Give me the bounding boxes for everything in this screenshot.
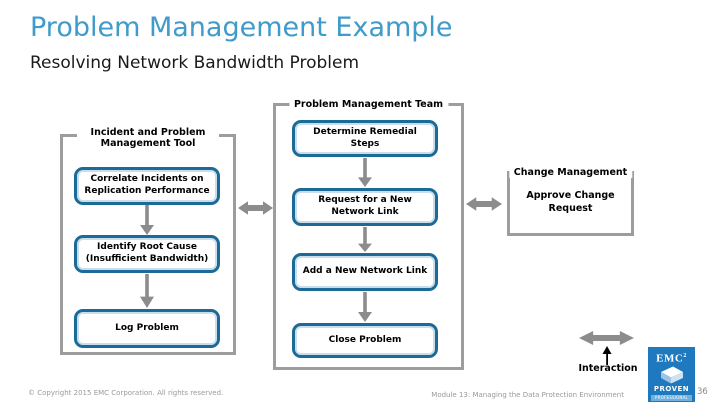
proven-label: PROVEN — [653, 384, 690, 393]
group-incident-problem-tool-label: Incident and Problem Management Tool — [77, 127, 219, 149]
footer-module-title: Module 13: Managing the Data Protection … — [431, 391, 624, 399]
legend-interaction-label: Interaction — [578, 363, 638, 374]
box-add-new-network-link: Add a New Network Link — [292, 253, 438, 291]
arrow-down-icon — [140, 205, 154, 235]
page-title: Problem Management Example — [30, 12, 453, 43]
cube-icon — [660, 366, 683, 384]
emc-proven-logo: EMC2 PROVEN PROFESSIONAL — [648, 347, 695, 402]
group-change-management: Change Management Approve Change Request — [507, 167, 634, 236]
arrow-down-icon — [358, 227, 372, 252]
box-identify-root-cause: Identify Root Cause (Insufficient Bandwi… — [74, 235, 220, 273]
group-problem-management-team-label: Problem Management Team — [288, 99, 449, 110]
double-arrow-icon — [466, 197, 502, 211]
text-approve-change-request: Approve Change Request — [526, 190, 615, 214]
page-subtitle: Resolving Network Bandwidth Problem — [30, 53, 360, 73]
group-incident-problem-tool: Incident and Problem Management Tool Cor… — [60, 127, 236, 355]
box-determine-remedial-steps: Determine Remedial Steps — [292, 120, 438, 157]
arrow-down-icon — [358, 292, 372, 322]
footer-copyright: © Copyright 2015 EMC Corporation. All ri… — [28, 389, 224, 397]
double-arrow-icon — [579, 331, 634, 345]
box-close-problem: Close Problem — [292, 323, 438, 358]
professional-label: PROFESSIONAL — [651, 394, 692, 401]
box-correlate-incidents: Correlate Incidents on Replication Perfo… — [74, 167, 220, 205]
up-arrow-icon — [602, 346, 612, 365]
group-problem-management-team: Problem Management Team Determine Remedi… — [273, 99, 464, 370]
group-change-management-label: Change Management — [508, 167, 633, 178]
emc-logo-text: EMC2 — [656, 352, 687, 365]
arrow-down-icon — [140, 274, 154, 308]
box-request-new-network-link: Request for a New Network Link — [292, 188, 438, 226]
box-log-problem: Log Problem — [74, 309, 220, 348]
double-arrow-icon — [238, 201, 273, 215]
arrow-down-icon — [358, 158, 372, 187]
footer-page-number: 36 — [697, 387, 708, 397]
